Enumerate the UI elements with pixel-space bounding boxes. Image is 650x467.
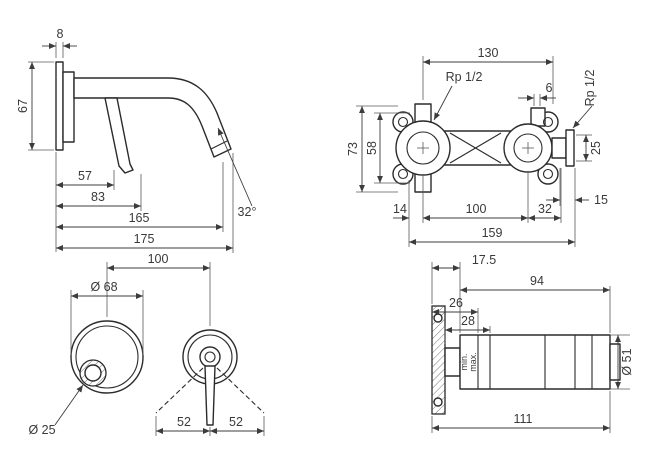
- dim-label-28: 28: [461, 314, 475, 328]
- dim-label-159: 159: [482, 226, 503, 240]
- dim-label-15: 15: [594, 193, 608, 207]
- dim-label-17-5: 17.5: [472, 253, 496, 267]
- dim-label-130: 130: [478, 46, 499, 60]
- dim-label-83: 83: [91, 190, 105, 204]
- dim-label-175: 175: [134, 232, 155, 246]
- dim-label-26: 26: [449, 296, 463, 310]
- label-min: min.: [459, 353, 469, 370]
- dim-label-angle-32: 32°: [238, 205, 257, 219]
- thread-label-rp12-left: Rp 1/2: [446, 70, 483, 84]
- view-body-side: min. max. 17.5 94 26 28 Ø 51 111: [431, 253, 634, 433]
- screw-hole: [542, 116, 554, 128]
- dim-label-94: 94: [530, 274, 544, 288]
- screw-head: [433, 397, 443, 407]
- dim-label-14: 14: [393, 202, 407, 216]
- label-max: max.: [468, 352, 478, 372]
- screw-hole: [542, 168, 554, 180]
- view-body-front: 130 Rp 1/2 6 Rp 1/2 73 58 25 15 14 100 3…: [346, 46, 608, 247]
- screw-head: [433, 313, 443, 323]
- view3-dimension-lines: [54, 264, 264, 435]
- dim-label-57: 57: [78, 169, 92, 183]
- dim-label-52-right: 52: [229, 415, 243, 429]
- dim-label-58: 58: [365, 141, 379, 155]
- view2-dimension-lines: [358, 58, 593, 246]
- dim-label-52-left: 52: [177, 415, 191, 429]
- dim-label-dia51: Ø 51: [620, 348, 634, 375]
- dim-label-111: 111: [513, 412, 532, 426]
- handle-lever-front: [204, 365, 216, 426]
- dim-label-100-body: 100: [466, 202, 487, 216]
- dim-label-dia25: Ø 25: [28, 423, 55, 437]
- dim-label-100-trim: 100: [148, 252, 169, 266]
- handle-lever: [104, 97, 134, 174]
- dim-label-67: 67: [16, 99, 30, 113]
- screw-hole: [397, 116, 409, 128]
- dim-label-8: 8: [57, 27, 64, 41]
- dim-label-165: 165: [129, 211, 150, 225]
- handle-swing-right: [216, 367, 265, 414]
- view4-dimension-lines: [432, 264, 622, 432]
- view1-dimension-lines: [28, 42, 253, 252]
- dim-label-6: 6: [546, 81, 553, 95]
- thread-label-rp12-right: Rp 1/2: [583, 70, 597, 107]
- view-trim-front: 100 Ø 68 Ø 25 52 52: [28, 252, 265, 437]
- screw-hole: [397, 168, 409, 180]
- escutcheon-outline: [70, 320, 144, 394]
- dim-label-32: 32: [538, 202, 552, 216]
- handle-swing-left: [155, 367, 204, 414]
- dim-label-73: 73: [346, 142, 360, 156]
- view-spout-side: 8 67 57 83 165 175 32°: [16, 27, 256, 253]
- view1-extension-lines: [28, 42, 234, 253]
- dim-label-25: 25: [589, 141, 603, 155]
- spout-outline: [55, 61, 232, 174]
- dim-label-dia68: Ø 68: [90, 280, 117, 294]
- body-front-outline: [392, 103, 575, 193]
- handle-escutcheon-outline: [155, 329, 265, 426]
